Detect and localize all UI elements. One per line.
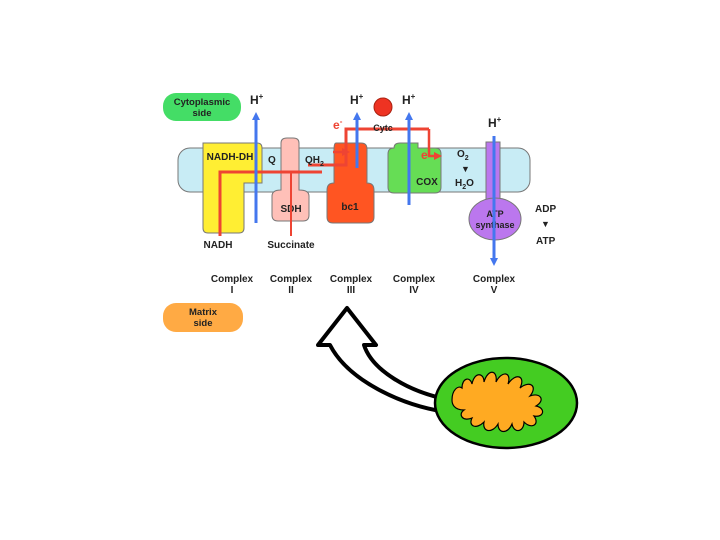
h-plus-label-3: H+ (402, 92, 416, 107)
h-plus-label-1: H+ (250, 92, 264, 107)
cytoplasmic-side-line2: side (192, 108, 211, 119)
succinate-label: Succinate (267, 240, 315, 251)
complex-i-num: I (231, 285, 234, 296)
cox-label: COX (416, 177, 438, 188)
cytoplasmic-side-line1: Cytoplasmic (174, 97, 231, 108)
nadh-dh-complex (202, 142, 263, 234)
adp-label: ADP (535, 204, 556, 215)
h-plus-label-2: H+ (350, 92, 364, 107)
o2-label: O2 (457, 149, 469, 162)
cytc-label: Cytc (373, 123, 393, 133)
zoom-arrow-icon (316, 306, 452, 414)
complex-v-num: V (491, 285, 498, 296)
bc1-complex (326, 142, 375, 224)
complex-iii-num: III (347, 285, 356, 296)
bc1-label: bc1 (341, 202, 359, 213)
complex-ii-word: Complex (270, 274, 313, 285)
complex-labels: Complex I Complex II Complex III Complex… (211, 274, 516, 296)
h-plus-label-4: H+ (488, 115, 502, 130)
electron-label-2: e- (421, 147, 431, 162)
nadh-dh-label: NADH-DH (207, 152, 254, 163)
complex-iv-num: IV (409, 285, 419, 296)
electron-path (218, 127, 442, 236)
matrix-side-label: Matrix side (163, 303, 243, 332)
q-label: Q (268, 155, 276, 166)
matrix-side-line2: side (193, 318, 212, 329)
matrix-side-pill (163, 303, 243, 332)
cytoplasmic-side-pill (163, 93, 241, 121)
cytoplasmic-side-label: Cytoplasmic side (163, 93, 241, 121)
o2-to-h2o-arrow: ▼ (461, 164, 470, 174)
matrix-side-line1: Matrix (189, 307, 218, 318)
qh2-label: QH2 (305, 155, 324, 168)
h2o-label: H2O (455, 178, 474, 191)
proton-arrows (252, 112, 498, 266)
adp-to-atp-arrow: ▼ (541, 219, 550, 229)
complex-iii-word: Complex (330, 274, 373, 285)
complex-ii-num: II (288, 285, 294, 296)
electron-label-1: e- (333, 117, 343, 132)
nadh-label: NADH (204, 240, 233, 251)
complex-v-word: Complex (473, 274, 516, 285)
mitochondrion-icon (433, 356, 579, 450)
complex-i-word: Complex (211, 274, 254, 285)
cytochrome-c (373, 97, 393, 117)
atp-label: ATP (536, 236, 556, 247)
complex-iv-word: Complex (393, 274, 436, 285)
